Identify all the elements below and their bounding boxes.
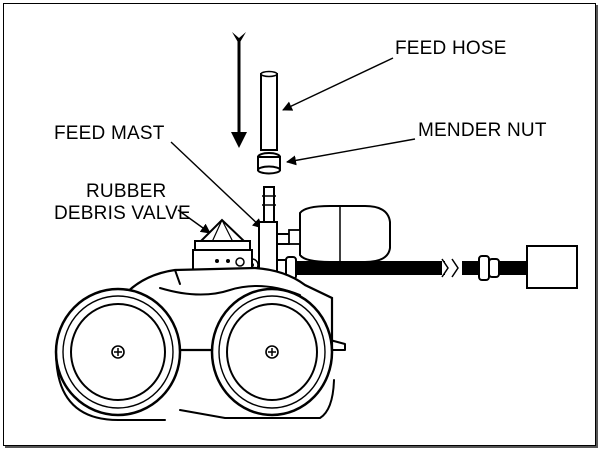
debris-valve-label: DEBRIS VALVE bbox=[54, 203, 191, 224]
down-arrow-icon bbox=[231, 32, 247, 148]
mender-nut-part bbox=[257, 152, 281, 175]
supply-hose bbox=[295, 245, 578, 289]
left-wheel bbox=[54, 287, 182, 421]
feed-mast-label: FEED MAST bbox=[54, 123, 165, 144]
rubber-label: RUBBER bbox=[86, 181, 167, 202]
feed-hose-label: FEED HOSE bbox=[395, 38, 507, 59]
leader-lines bbox=[170, 57, 416, 234]
feed-hose-part bbox=[260, 70, 278, 151]
float-part bbox=[288, 205, 391, 263]
debris-valve-part bbox=[192, 218, 253, 271]
right-wheel bbox=[179, 287, 335, 419]
mender-nut-label: MENDER NUT bbox=[418, 120, 547, 141]
